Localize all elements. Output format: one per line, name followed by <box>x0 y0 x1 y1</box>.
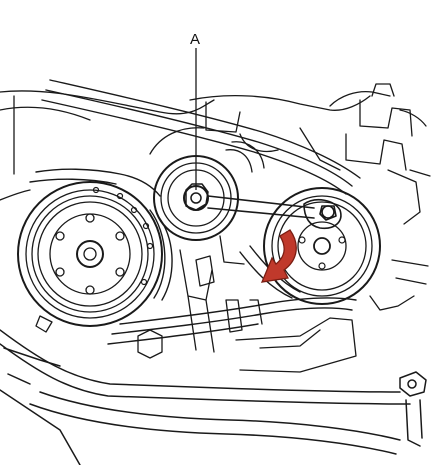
subframe <box>0 329 427 465</box>
serpentine-belt <box>29 79 361 345</box>
rotation-arrow <box>260 229 297 283</box>
wrench-handle <box>207 195 342 230</box>
callout-a-label: A <box>190 31 200 48</box>
callout-a: A <box>190 31 200 190</box>
crankshaft-pulley <box>17 181 173 333</box>
accessory-pulley <box>263 187 381 305</box>
lower-bracket <box>137 249 357 373</box>
